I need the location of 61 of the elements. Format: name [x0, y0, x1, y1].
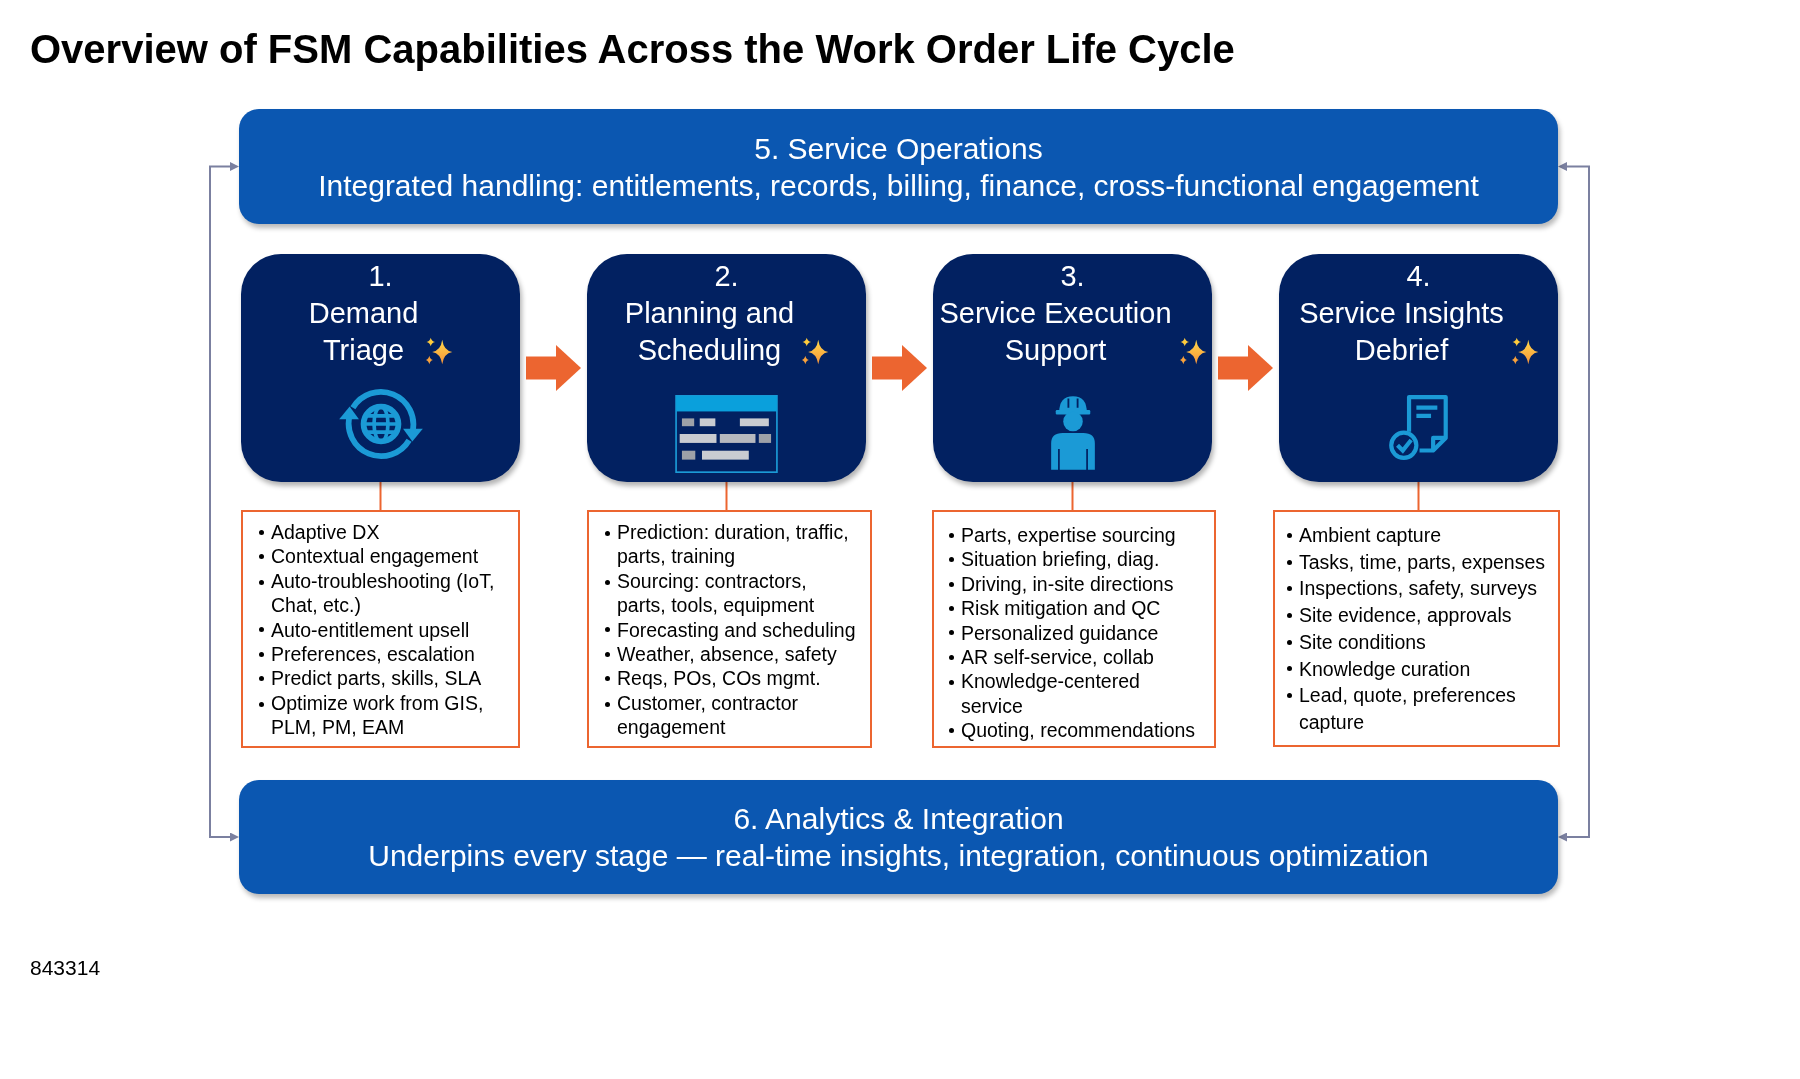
banner-text: Integrated handling: entitlements, records, billing, finance, cross-functional engagement: [318, 167, 1479, 204]
stage-title: Demand Triage: [308, 296, 419, 368]
list-item: Auto-troubleshooting (IoT, Chat, etc.): [258, 568, 515, 618]
list-item: AR self-service, collab: [948, 645, 1154, 670]
list-item: Driving, in-site directions: [948, 571, 1174, 597]
stage-card: [241, 254, 520, 482]
stage-number: 2.: [714, 259, 739, 294]
connector-line: [725, 481, 728, 511]
section-banner: [239, 780, 1558, 894]
page-title: Overview of FSM Capabilities Across the Work Order Life Cycle: [30, 26, 1235, 72]
stage-card: [1279, 254, 1558, 482]
list-item: Forecasting and scheduling: [604, 617, 856, 643]
stage-title: Service Insights Debrief: [1298, 296, 1505, 368]
banner-text: Underpins every stage — real-time insights, integration, continuous optimization: [368, 838, 1429, 874]
connector-line: [1071, 481, 1074, 511]
list-item: Quoting, recommendations: [948, 718, 1196, 743]
bullet-list-box: [1273, 510, 1560, 747]
list-item: Preferences, escalation: [258, 642, 475, 667]
list-item: Auto-entitlement upsell: [258, 617, 470, 643]
list-item: Site evidence, approvals: [1286, 602, 1512, 629]
list-item: Knowledge-centered service: [948, 669, 1201, 719]
list-item: Lead, quote, preferences capture: [1286, 682, 1551, 736]
stage-number: 4.: [1406, 259, 1431, 294]
connector-line: [1417, 481, 1420, 511]
list-item: Customer, contractor engagement: [604, 690, 858, 740]
list-item: Predict parts, skills, SLA: [258, 666, 482, 691]
list-item: Ambient capture: [1286, 522, 1441, 549]
list-item: Site conditions: [1286, 628, 1426, 656]
banner-heading: 6. Analytics & Integration: [733, 801, 1064, 837]
list-item: Contextual engagement: [258, 544, 479, 569]
list-item: Reqs, POs, COs mgmt.: [604, 666, 821, 691]
list-item: Prediction: duration, traffic, parts, training: [604, 520, 858, 569]
stage-card: [587, 254, 866, 482]
stage-number: 1.: [368, 259, 393, 294]
stage-card: [933, 254, 1212, 482]
stage-number: 3.: [1060, 259, 1085, 294]
list-item: Knowledge curation: [1286, 655, 1471, 683]
stage-title: Service Execution Support: [938, 296, 1173, 368]
list-item: Personalized guidance: [948, 620, 1159, 646]
block-arrow: [872, 345, 927, 391]
stage-title: Planning and Scheduling: [624, 296, 795, 368]
block-arrow: [526, 345, 581, 391]
list-item: Situation briefing, diag.: [948, 547, 1160, 572]
list-item: Weather, absence, safety: [604, 642, 837, 667]
list-item: Risk mitigation and QC: [948, 596, 1161, 621]
bullet-list-box: [587, 510, 872, 748]
list-item: Tasks, time, parts, expenses: [1286, 548, 1546, 576]
bullet-list-box: [241, 510, 520, 748]
connector-line: [379, 481, 382, 511]
list-item: Adaptive DX: [258, 520, 380, 545]
list-item: Inspections, safety, surveys: [1286, 575, 1538, 603]
list-item: Sourcing: contractors, parts, tools, equipment: [604, 568, 858, 618]
banner-heading: 5. Service Operations: [754, 130, 1043, 167]
bullet-list-box: [932, 510, 1216, 748]
list-item: Parts, expertise sourcing: [948, 523, 1176, 548]
arrow: [1558, 162, 1590, 842]
arrow: [209, 162, 239, 842]
block-arrow: [1218, 345, 1273, 391]
document-number: 843314: [30, 956, 101, 980]
section-banner: [239, 109, 1558, 224]
list-item: Optimize work from GIS, PLM, PM, EAM: [258, 690, 515, 740]
